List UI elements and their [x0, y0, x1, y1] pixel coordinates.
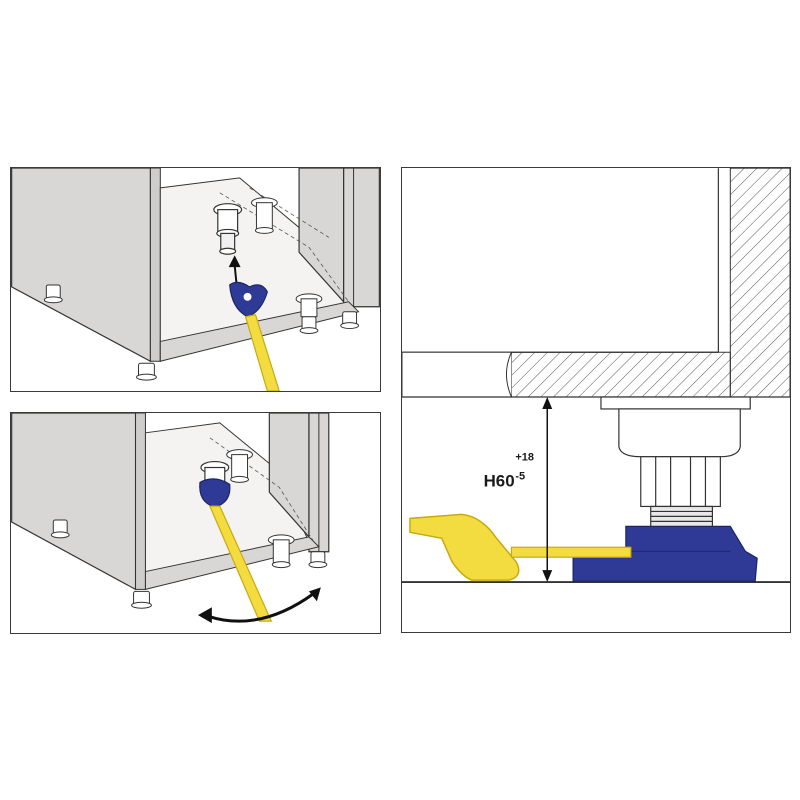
- adjuster-base: [572, 525, 758, 582]
- cabinet-right-front: [343, 168, 380, 308]
- leveling-foot: [50, 449, 328, 609]
- dimension-arrow-icon: [542, 397, 553, 583]
- adjustment-key-tool: [409, 513, 632, 581]
- double-headed-curved-arrow-icon: [197, 587, 321, 624]
- cabinet-side-panel: [11, 168, 151, 363]
- tool-handle: [208, 505, 273, 622]
- tool-shaft: [510, 546, 632, 558]
- cabinet-edge: [149, 168, 161, 362]
- arrow-up-icon: [228, 255, 241, 286]
- section-view-panel: H60 +18 -5: [401, 167, 791, 633]
- adjustment-key-tool: [199, 478, 273, 622]
- removed-foot: [213, 203, 243, 255]
- dimension-lower-tolerance: -5: [515, 471, 525, 483]
- dimension-upper-tolerance: +18: [515, 452, 534, 464]
- cabinet-side-panel: [11, 413, 137, 591]
- cabinet-illustration-top: [11, 168, 380, 391]
- adjustment-key-tool: [229, 281, 280, 391]
- leveling-foot-section: [600, 396, 751, 529]
- cabinet-base-section: [510, 351, 731, 398]
- adjuster-cross-section: H60 +18 -5: [402, 168, 790, 584]
- tool-handle: [244, 313, 280, 391]
- leveling-foot: [43, 197, 360, 381]
- step-panel-remove-foot: [10, 167, 381, 392]
- cabinet-illustration-bottom: [11, 413, 330, 624]
- step-panel-adjust-height: [10, 412, 381, 634]
- dimension-main: H60: [484, 472, 515, 491]
- cabinet-wall-section: [729, 168, 790, 398]
